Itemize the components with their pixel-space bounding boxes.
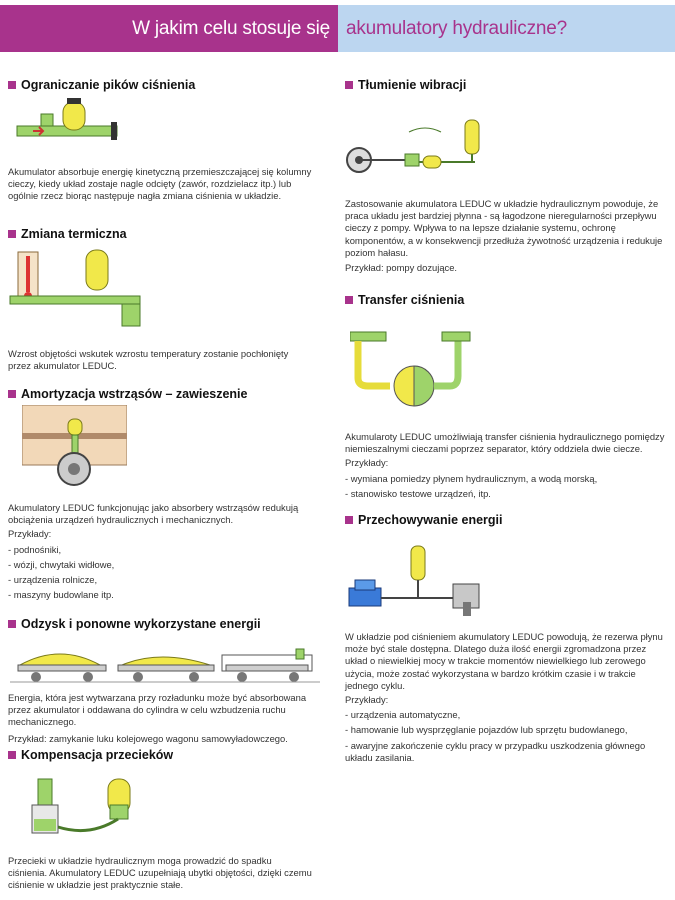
bullet-square-icon — [345, 516, 353, 524]
header-left-band: W jakim celu stosuje się — [0, 5, 338, 52]
section-shock-absorption: Amortyzacja wstrząsów – zawieszenie — [8, 387, 247, 401]
section-text: Akumularoty LEDUC umożliwiają transfer c… — [345, 431, 665, 503]
bullet-square-icon — [8, 81, 16, 89]
section-title: Tłumienie wibracji — [358, 78, 467, 92]
section-thermal-change: Zmiana termiczna — [8, 227, 127, 241]
section-text: Energia, która jest wytwarzana przy rozł… — [8, 692, 307, 744]
section-text: Akumulator absorbuje energię kinetyczną … — [8, 166, 312, 202]
pressure-transfer-illustration — [350, 331, 471, 407]
header-title-right: akumulatory hydrauliczne? — [346, 18, 568, 39]
section-text: Zastosowanie akumulatora LEDUC w układzi… — [345, 198, 663, 274]
bullet-square-icon — [345, 296, 353, 304]
section-text: W układzie pod ciśnieniem akumulatory LE… — [345, 631, 665, 767]
section-title: Zmiana termiczna — [21, 227, 127, 241]
section-vibration-damping: Tłumienie wibracji — [345, 78, 466, 92]
bullet-square-icon — [345, 81, 353, 89]
header-title-left: W jakim celu stosuje się — [132, 18, 330, 39]
list-item: hamowanie lub wysprzęglanie pojazdów lub… — [345, 724, 665, 736]
section-title: Kompensacja przecieków — [21, 748, 174, 762]
list-item: podnośniki, — [8, 544, 313, 556]
section-text: Akumulatory LEDUC funkcjonując jako abso… — [8, 502, 313, 604]
list-item: urządzenia rolnicze, — [8, 574, 313, 586]
list-item: stanowisko testowe urządzeń, itp. — [345, 488, 665, 500]
page-header: W jakim celu stosuje się akumulatory hyd… — [0, 0, 675, 52]
section-title: Odzysk i ponowne wykorzystane energii — [21, 617, 261, 631]
section-title: Ograniczanie pików ciśnienia — [21, 78, 196, 92]
list-item: wózji, chwytaki widłowe, — [8, 559, 313, 571]
section-leak-compensation: Kompensacja przecieków — [8, 748, 173, 762]
header-right-band: akumulatory hydrauliczne? — [338, 5, 675, 52]
section-title: Transfer ciśnienia — [358, 293, 465, 307]
list-item: awaryjne zakończenie cyklu pracy w przyp… — [345, 740, 665, 764]
list-item: maszyny budowlane itp. — [8, 589, 313, 601]
bullet-square-icon — [8, 751, 16, 759]
suspension-illustration — [22, 405, 127, 486]
section-text: Przecieki w układzie hydraulicznym moga … — [8, 855, 312, 891]
section-energy-storage: Przechowywanie energii — [345, 513, 503, 527]
vibration-illustration — [346, 119, 480, 173]
section-pressure-transfer: Transfer ciśnienia — [345, 293, 464, 307]
list-item: urządzenia automatyczne, — [345, 709, 665, 721]
section-pressure-peaks: Ograniczanie pików ciśnienia — [8, 78, 195, 92]
bullet-square-icon — [8, 230, 16, 238]
railway-wagon-illustration — [10, 648, 320, 683]
bullet-square-icon — [8, 620, 16, 628]
section-text: Wzrost objętości wskutek wzrostu tempera… — [8, 348, 289, 372]
leak-compensation-illustration — [31, 778, 131, 834]
thermal-illustration — [9, 249, 141, 327]
pressure-peak-illustration — [16, 98, 118, 140]
section-title: Amortyzacja wstrząsów – zawieszenie — [21, 387, 248, 401]
bullet-square-icon — [8, 390, 16, 398]
section-title: Przechowywanie energii — [358, 513, 503, 527]
list-item: wymiana pomiedzy płynem hydraulicznym, a… — [345, 473, 665, 485]
energy-storage-illustration — [348, 545, 480, 616]
section-energy-recovery: Odzysk i ponowne wykorzystane energii — [8, 617, 261, 631]
